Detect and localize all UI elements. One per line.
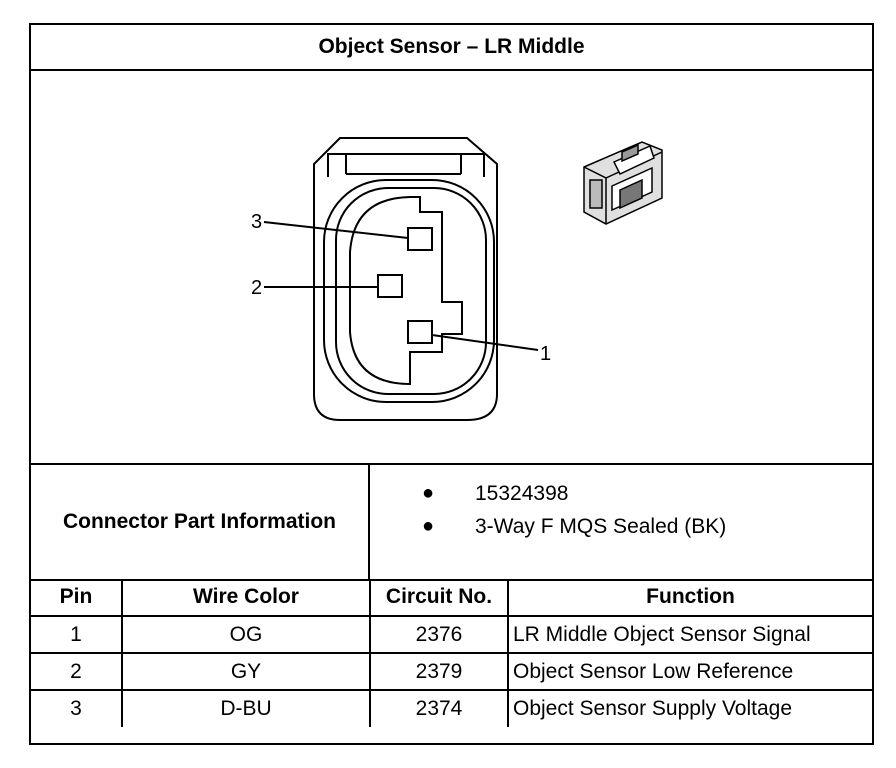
- part-item: ● 15324398: [370, 477, 870, 510]
- header-pin: Pin: [31, 579, 123, 617]
- latch-outline: [327, 153, 485, 177]
- connector-isometric-icon: [583, 141, 663, 225]
- connector-sheet: Object Sensor – LR Middle: [29, 23, 874, 745]
- connector-diagram: 3 2 1: [31, 69, 872, 465]
- terminal-cavity: [349, 196, 463, 386]
- connector-part-label: Connector Part Information: [31, 465, 370, 579]
- cell-circuit: 2376: [369, 615, 509, 654]
- pin-1-contact: [407, 320, 433, 344]
- cell-circuit: 2374: [369, 689, 509, 727]
- connector-part-list: ● 15324398 ● 3-Way F MQS Sealed (BK): [370, 477, 870, 543]
- cell-pin: 3: [31, 689, 123, 727]
- housing-outline: [313, 137, 498, 421]
- bullet-icon: ●: [422, 482, 435, 504]
- cell-wire-color: GY: [121, 652, 371, 691]
- header-wire-color: Wire Color: [121, 579, 371, 617]
- table-row: 3 D-BU 2374 Object Sensor Supply Voltage: [31, 689, 872, 727]
- header-circuit-no: Circuit No.: [369, 579, 509, 617]
- connector-part-info: Connector Part Information ● 15324398 ● …: [31, 465, 872, 581]
- cell-function: Object Sensor Low Reference: [507, 652, 872, 691]
- seal-inner: [335, 187, 487, 395]
- seal-outer: [323, 179, 495, 403]
- pin-table: Pin Wire Color Circuit No. Function 1 OG…: [31, 579, 872, 727]
- part-item: ● 3-Way F MQS Sealed (BK): [370, 510, 870, 543]
- cell-pin: 1: [31, 615, 123, 654]
- pin-label-1: 1: [540, 343, 551, 365]
- cell-circuit: 2379: [369, 652, 509, 691]
- bullet-icon: ●: [422, 515, 435, 537]
- pin-label-2: 2: [251, 277, 262, 299]
- pin-2-contact: [377, 274, 403, 298]
- part-number: 15324398: [475, 482, 569, 505]
- cell-wire-color: OG: [121, 615, 371, 654]
- cell-wire-color: D-BU: [121, 689, 371, 727]
- pin-label-3: 3: [251, 211, 262, 233]
- table-row: 2 GY 2379 Object Sensor Low Reference: [31, 652, 872, 691]
- table-row: 1 OG 2376 LR Middle Object Sensor Signal: [31, 615, 872, 654]
- page-title: Object Sensor – LR Middle: [31, 25, 872, 71]
- pin-3-contact: [407, 227, 433, 251]
- part-description: 3-Way F MQS Sealed (BK): [475, 515, 727, 538]
- cell-function: Object Sensor Supply Voltage: [507, 689, 872, 727]
- table-header-row: Pin Wire Color Circuit No. Function: [31, 579, 872, 617]
- header-function: Function: [507, 579, 872, 617]
- cell-pin: 2: [31, 652, 123, 691]
- cell-function: LR Middle Object Sensor Signal: [507, 615, 872, 654]
